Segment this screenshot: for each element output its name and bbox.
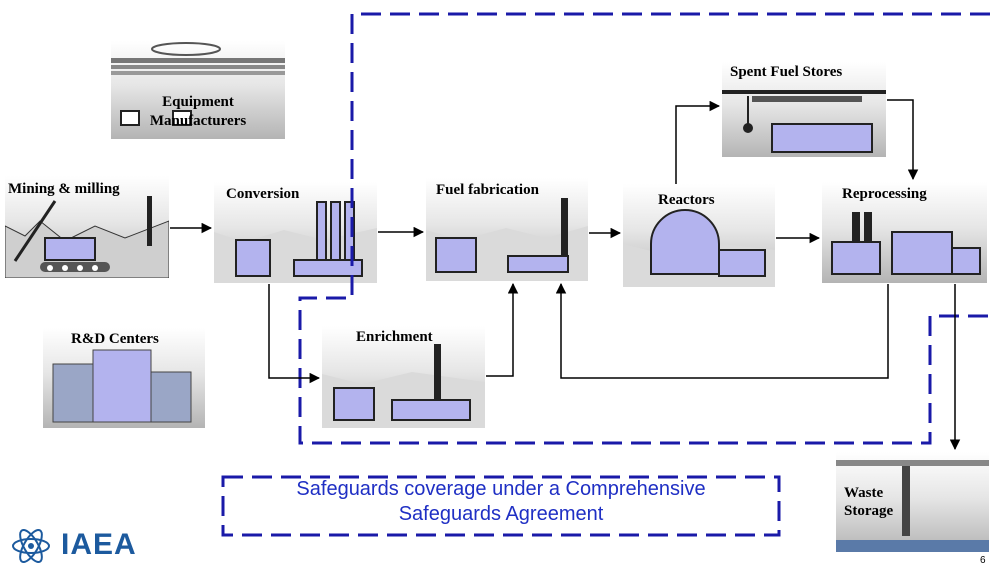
mining-label: Mining & milling xyxy=(8,181,120,197)
reprocessing-label: Reprocessing xyxy=(842,186,927,202)
safeguards-caption: Safeguards coverage under a Comprehensiv… xyxy=(222,477,780,527)
reactors-label: Reactors xyxy=(658,192,715,208)
waste-storage-box: Waste Storage xyxy=(836,452,989,552)
page-number: 6 xyxy=(980,555,986,566)
enrichment-label: Enrichment xyxy=(356,329,433,345)
reprocessing-box: Reprocessing xyxy=(822,182,987,283)
mining-excavator-icon xyxy=(5,196,169,278)
waste-label-line2: Storage xyxy=(844,503,894,519)
arrow-reactors-to-spent-fuel xyxy=(675,100,721,184)
mining-milling-box: Mining & milling xyxy=(5,176,169,278)
atom-emblem-icon xyxy=(12,529,50,563)
fuel-fabrication-box: Fuel fabrication xyxy=(426,178,588,281)
rnd-label: R&D Centers xyxy=(71,331,159,347)
reactors-box: Reactors xyxy=(623,184,775,287)
iaea-logo: IAEA xyxy=(8,526,208,566)
arrow-enrichment-to-fabrication xyxy=(486,282,519,377)
fuel-fabrication-label: Fuel fabrication xyxy=(436,182,539,198)
spent-fuel-stores-box: Spent Fuel Stores xyxy=(722,62,886,157)
rnd-centers-box: R&D Centers xyxy=(43,328,205,428)
factory-roof-icon xyxy=(111,42,285,126)
arrow-conversion-to-enrichment xyxy=(268,284,321,384)
waste-label-line1: Waste xyxy=(844,485,884,501)
conversion-label: Conversion xyxy=(226,186,300,202)
equipment-label-line1: Equipment xyxy=(162,94,234,110)
arrow-spent-fuel-to-reprocessing xyxy=(887,99,919,181)
conversion-box: Conversion xyxy=(214,182,377,283)
equipment-label-line2: Manufacturers xyxy=(149,113,247,129)
equipment-manufacturers-box: Equipment Manufacturers xyxy=(111,41,285,139)
enrichment-box: Enrichment xyxy=(322,326,485,428)
arrow-reprocessing-to-fabrication xyxy=(555,282,889,379)
logo-text: IAEA xyxy=(61,528,137,561)
spent-fuel-label: Spent Fuel Stores xyxy=(730,64,843,80)
caption-line1: Safeguards coverage under a Comprehensiv… xyxy=(296,478,706,500)
waste-storage-vault-icon xyxy=(836,460,989,552)
caption-line2: Safeguards Agreement xyxy=(398,503,604,525)
rnd-building-icon xyxy=(52,349,192,423)
